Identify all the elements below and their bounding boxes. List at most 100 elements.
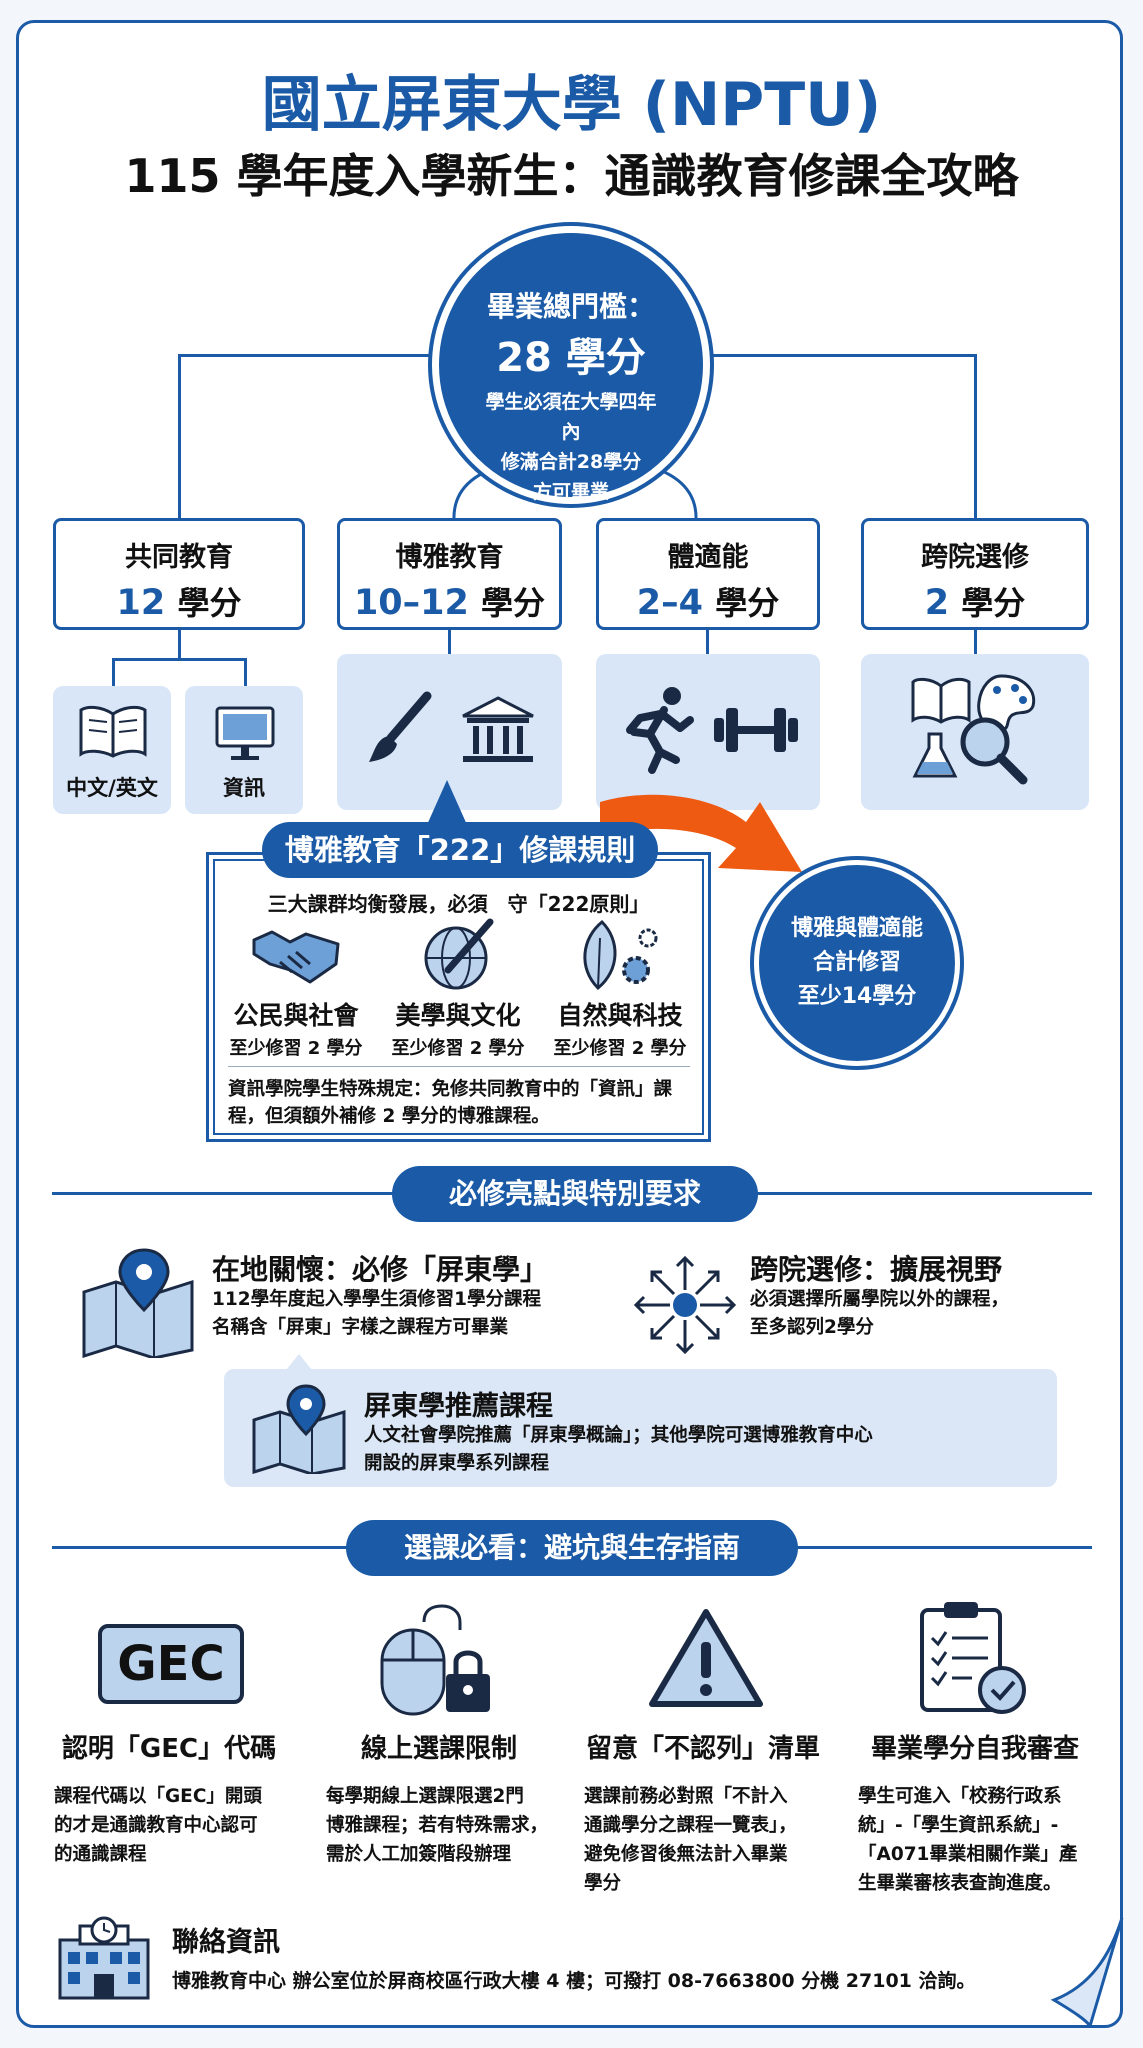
total-description: 學生必須在大學四年內 修滿合計28學分 方可畢業 (479, 387, 663, 507)
page-title: 國立屏東大學 (NPTU) (261, 70, 882, 140)
group-science-min: 至少修習 2 學分 (553, 1038, 687, 1059)
category-credits: 12 (116, 583, 166, 623)
warning-icon (649, 1609, 763, 1707)
connector-line (178, 354, 181, 520)
combined-line: 博雅與體適能 (790, 916, 923, 941)
tip-gec-title: 認明「GEC」代碼 (61, 1734, 277, 1764)
map-pin-icon (82, 1248, 194, 1358)
tip-line: 統」-「學生資訊系統」- (858, 1815, 1059, 1836)
category-unit: 學分 (961, 584, 1026, 622)
tile-label: 資訊 (223, 776, 265, 800)
category-credits: 2 (924, 583, 950, 623)
local-body: 112學年度起入學學生須修習1學分課程 名稱含「屏東」字樣之課程方可畢業 (212, 1286, 541, 1342)
connector-line (974, 630, 977, 654)
orange-arrow-icon (600, 794, 802, 872)
checklist-icon (920, 1602, 1026, 1714)
building-icon (58, 1916, 150, 2000)
computer-icon (215, 706, 275, 760)
cross-body-line: 必須選擇所屬學院以外的課程， (750, 1289, 1010, 1310)
handshake-icon (252, 930, 340, 984)
category-unit: 學分 (177, 584, 242, 622)
tip-line: 的才是通識教育中心認可 (54, 1815, 258, 1836)
cross-body: 必須選擇所屬學院以外的課程， 至多認列2學分 (750, 1286, 1009, 1342)
tip-line: 課程代碼以「GEC」開頭 (54, 1786, 262, 1807)
expand-arrows-icon (633, 1255, 737, 1355)
connector-line (112, 658, 115, 686)
page-subtitle: 115 學年度入學新生：通識教育修課全攻略 (124, 149, 1019, 203)
category-name: 體適能 (667, 542, 749, 573)
connector-line (178, 630, 181, 660)
recommend-body-line: 人文社會學院推薦「屏東學概論」；其他學院可選博雅教育中心 (364, 1425, 873, 1446)
section1-title-pill: 必修亮點與特別要求 (392, 1166, 758, 1222)
tile-liberal-arts (337, 654, 562, 810)
tile-computer: 資訊 (185, 686, 303, 814)
contact-body: 博雅教育中心 辦公室位於屏商校區行政大樓 4 樓；可撥打 08-7663800 … (172, 1970, 976, 1992)
tip-line: 學生可進入「校務行政系 (858, 1786, 1062, 1807)
tip-line: 生畢業審核表查詢進度。 (858, 1873, 1062, 1894)
group-civic-name: 公民與社會 (233, 1001, 359, 1030)
total-desc-line: 學生必須在大學四年內 (485, 391, 657, 443)
category-name: 跨院選修 (921, 542, 1029, 573)
mouse-lock-icon (380, 1604, 490, 1716)
local-body-line: 名稱含「屏東」字樣之課程方可畢業 (212, 1317, 509, 1338)
dumbbell-icon (714, 708, 798, 752)
tip-exclusion-body: 選課前務必對照「不計入 通識學分之課程一覽表」， 避免修習後無法計入畢業 學分 (584, 1782, 844, 1898)
combined-line: 至少14學分 (797, 984, 917, 1009)
connector-line (178, 354, 434, 357)
contact-title: 聯絡資訊 (172, 1927, 280, 1958)
globe-brush-icon (424, 918, 494, 990)
tip-online-title: 線上選課限制 (360, 1734, 517, 1764)
open-book-icon (79, 705, 147, 758)
institution-icon (462, 696, 534, 762)
recommend-box (224, 1369, 1057, 1487)
tip-online-body: 每學期線上選課限選2門 博雅課程；若有特殊需求， 需於人工加簽階段辦理 (326, 1782, 586, 1869)
divider (228, 1066, 690, 1067)
total-desc-line: 方可畢業 (532, 481, 609, 503)
recommend-body-line: 開設的屏東學系列課程 (364, 1453, 550, 1474)
total-desc-line: 修滿合計28學分 (500, 451, 642, 473)
tip-line: 的通識課程 (54, 1844, 147, 1865)
combined-line: 合計修習 (812, 950, 901, 975)
tip-audit-title: 畢業學分自我審查 (870, 1734, 1079, 1764)
total-credits: 28 學分 (496, 335, 646, 381)
category-unit: 學分 (715, 584, 780, 622)
tile-cross-college (861, 654, 1089, 810)
tip-line: 選課前務必對照「不計入 (584, 1786, 788, 1807)
category-name: 共同教育 (125, 542, 233, 573)
recommend-body: 人文社會學院推薦「屏東學概論」；其他學院可選博雅教育中心 開設的屏東學系列課程 (364, 1422, 873, 1478)
paintbrush-icon (369, 691, 432, 762)
category-credits: 2–4 (636, 583, 703, 623)
cross-body-line: 至多認列2學分 (750, 1317, 874, 1338)
group-science-name: 自然與科技 (557, 1001, 683, 1030)
category-liberal: 博雅教育 10–12 學分 (337, 518, 562, 630)
study-tools-icon (911, 674, 1036, 785)
tip-line: 每學期線上選課限選2門 (326, 1786, 524, 1807)
local-body-line: 112學年度起入學學生須修習1學分課程 (212, 1289, 541, 1310)
tip-gec-body: 課程代碼以「GEC」開頭 的才是通識教育中心認可 的通識課程 (54, 1782, 314, 1869)
pointer-triangle (286, 1354, 312, 1370)
group-civic-min: 至少修習 2 學分 (229, 1038, 363, 1059)
section2-title-pill: 選課必看：避坑與生存指南 (346, 1520, 798, 1576)
tip-line: 需於人工加簽階段辦理 (326, 1844, 512, 1865)
liberal-rules-box (206, 852, 711, 1142)
tip-line: 「A071畢業相關作業」產 (858, 1844, 1078, 1865)
category-fitness: 體適能 2–4 學分 (596, 518, 820, 630)
rules-title-pill: 博雅教育「222」修課規則 (262, 822, 658, 878)
running-person-icon (626, 687, 694, 774)
tile-chinese-english: 中文/英文 (53, 686, 171, 814)
map-pin-icon (252, 1384, 346, 1474)
recommend-heading: 屏東學推薦課程 (364, 1391, 553, 1422)
rules-intro: 三大課群均衡發展，必須 守「222原則」 (267, 892, 650, 916)
graduation-total-circle: 畢業總門檻： 28 學分 學生必須在大學四年內 修滿合計28學分 方可畢業 (432, 226, 710, 504)
category-credits: 10–12 (353, 583, 469, 623)
page-curl (1050, 1917, 1124, 2028)
gec-logo: GEC (98, 1624, 244, 1704)
connector-line (244, 658, 247, 686)
tip-exclusion-title: 留意「不認列」清單 (585, 1734, 820, 1764)
connector-line (706, 630, 709, 654)
category-name: 博雅教育 (395, 542, 504, 573)
rules-note: 資訊學院學生特殊規定：免修共同教育中的「資訊」課程，但須額外補修 2 學分的博雅… (228, 1079, 673, 1127)
tip-line: 學分 (584, 1873, 622, 1894)
group-aesthetic-name: 美學與文化 (395, 1001, 521, 1030)
tile-label: 中文/英文 (66, 776, 158, 800)
